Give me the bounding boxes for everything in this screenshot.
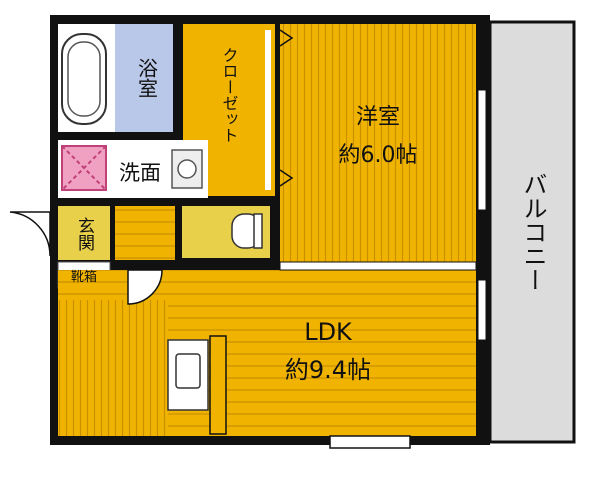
ldk-size: 約9.4帖 [285, 356, 371, 384]
corridor-floor [115, 206, 175, 260]
bath-floor [115, 24, 173, 132]
balcony-area [488, 20, 576, 444]
kitchen-floor [58, 300, 168, 436]
entrance-door-icon [9, 211, 51, 257]
western-name: 洋室 [356, 105, 400, 130]
ldk-door-icon [127, 269, 163, 305]
partition [279, 261, 477, 271]
western-room [280, 24, 476, 264]
bottom-window [329, 435, 411, 449]
closet-label: クローゼット [220, 47, 239, 143]
entrance-floor [58, 206, 110, 260]
western-size: 約6.0帖 [339, 143, 418, 168]
ldk-window [477, 279, 487, 341]
wash-label: 洗面 [119, 161, 161, 185]
shoe-box-label: 靴箱 [71, 269, 97, 285]
bath-label: 浴室 [135, 58, 159, 98]
ldk-name: LDK [304, 318, 353, 346]
balcony-label: バルコニー [519, 172, 547, 292]
entrance-label: 玄関 [74, 217, 94, 251]
washbasin-icon [171, 149, 203, 189]
western-window [477, 89, 487, 211]
kitchen-counter [209, 335, 227, 435]
